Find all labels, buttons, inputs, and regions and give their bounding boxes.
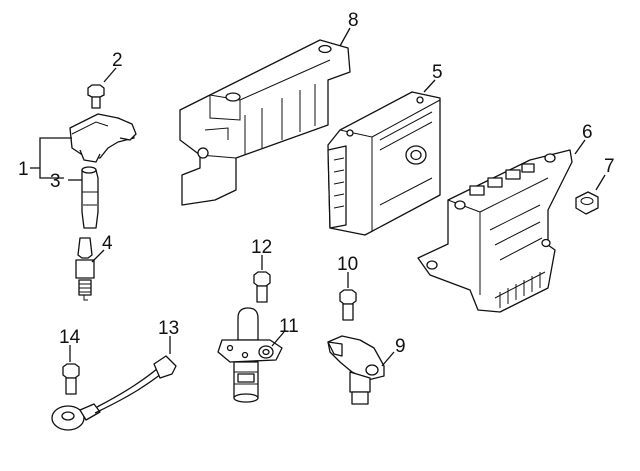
callout-9: 9 — [395, 336, 406, 357]
callout-6: 6 — [582, 122, 593, 143]
callout-4: 4 — [102, 233, 113, 254]
callout-labels: 1 2 3 4 5 6 7 8 9 10 11 12 13 14 — [18, 10, 615, 357]
part-5-control-module — [327, 91, 441, 236]
leader-lines — [30, 27, 606, 367]
part-7-nut — [575, 191, 599, 215]
part-9-position-sensor — [327, 335, 385, 405]
part-1-ignition-coil — [69, 113, 137, 163]
part-2-bolt — [87, 84, 105, 109]
part-13-knock-sensor — [51, 355, 177, 431]
callout-8: 8 — [348, 10, 359, 31]
part-14-bolt — [62, 363, 80, 395]
part-10-bolt — [339, 289, 357, 321]
callout-14: 14 — [59, 327, 81, 348]
part-6-relay-box — [417, 149, 573, 313]
callout-11: 11 — [279, 316, 299, 337]
callout-10: 10 — [337, 254, 358, 275]
part-11-camshaft-solenoid — [217, 307, 283, 403]
callout-13: 13 — [158, 318, 179, 339]
callout-1: 1 — [18, 159, 29, 180]
callout-7: 7 — [604, 156, 615, 177]
callout-5: 5 — [432, 62, 443, 83]
part-12-bolt — [253, 271, 271, 303]
part-3-coil-boot — [81, 166, 99, 229]
callout-12: 12 — [251, 237, 272, 258]
callout-2: 2 — [112, 50, 123, 71]
part-8-bracket — [179, 39, 351, 206]
part-4-spark-plug — [75, 237, 95, 301]
callout-3: 3 — [50, 171, 61, 192]
